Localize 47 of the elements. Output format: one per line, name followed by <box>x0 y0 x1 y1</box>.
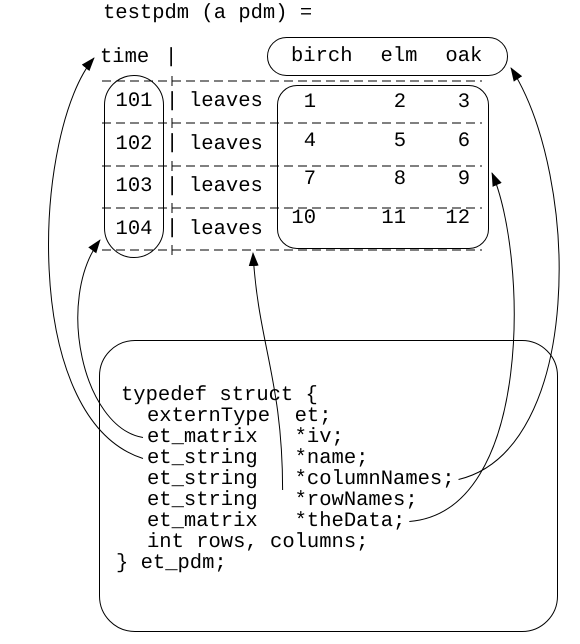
code-line: } et_pdm; <box>116 553 227 574</box>
column-heading: time <box>100 46 150 70</box>
row-label: leaves <box>189 132 264 158</box>
data-value: 12 <box>445 206 470 232</box>
code-line: et_string *columnNames; <box>147 469 455 490</box>
data-value: 7 <box>304 167 316 193</box>
column-separator: | <box>166 90 178 114</box>
row-id: 101 <box>116 89 152 115</box>
curved-arrow <box>249 252 284 490</box>
code-line: et_matrix *iv; <box>147 427 344 448</box>
data-value: 6 <box>458 128 470 154</box>
title: testpdm (a pdm) = <box>103 2 312 26</box>
curved-arrow <box>48 57 144 459</box>
rounded-outline <box>277 85 489 249</box>
data-value: 5 <box>394 128 406 154</box>
column-name: elm <box>380 44 418 68</box>
row-label: leaves <box>189 174 264 200</box>
rounded-outline <box>267 37 508 76</box>
row-label: leaves <box>189 89 264 115</box>
column-separator: | <box>165 46 178 70</box>
data-value: 4 <box>304 128 316 154</box>
column-separator: | <box>166 175 178 199</box>
row-id: 102 <box>116 132 152 158</box>
data-value: 9 <box>458 167 470 193</box>
data-value: 1 <box>304 90 316 116</box>
row-label: leaves <box>189 216 264 242</box>
code-line: et_string *name; <box>147 448 368 469</box>
data-value: 11 <box>381 206 406 232</box>
row-id: 103 <box>116 174 152 200</box>
column-name: birch <box>291 44 353 68</box>
code-line: externType et; <box>147 406 332 427</box>
curved-arrow <box>408 172 514 522</box>
column-separator: | <box>166 217 178 241</box>
rounded-outline <box>99 340 558 632</box>
data-value: 3 <box>458 90 470 116</box>
rounded-outline <box>104 75 164 258</box>
code-line: et_matrix *theData; <box>147 511 406 532</box>
code-line: int rows, columns; <box>147 532 368 553</box>
row-id: 104 <box>116 216 152 242</box>
curved-arrow <box>77 239 144 438</box>
column-name: oak <box>445 44 482 68</box>
code-line: et_string *rowNames; <box>147 490 418 511</box>
data-value: 2 <box>394 90 406 116</box>
curved-arrow <box>458 67 560 480</box>
data-value: 10 <box>291 206 316 232</box>
column-separator: | <box>166 132 178 156</box>
data-value: 8 <box>394 167 406 193</box>
